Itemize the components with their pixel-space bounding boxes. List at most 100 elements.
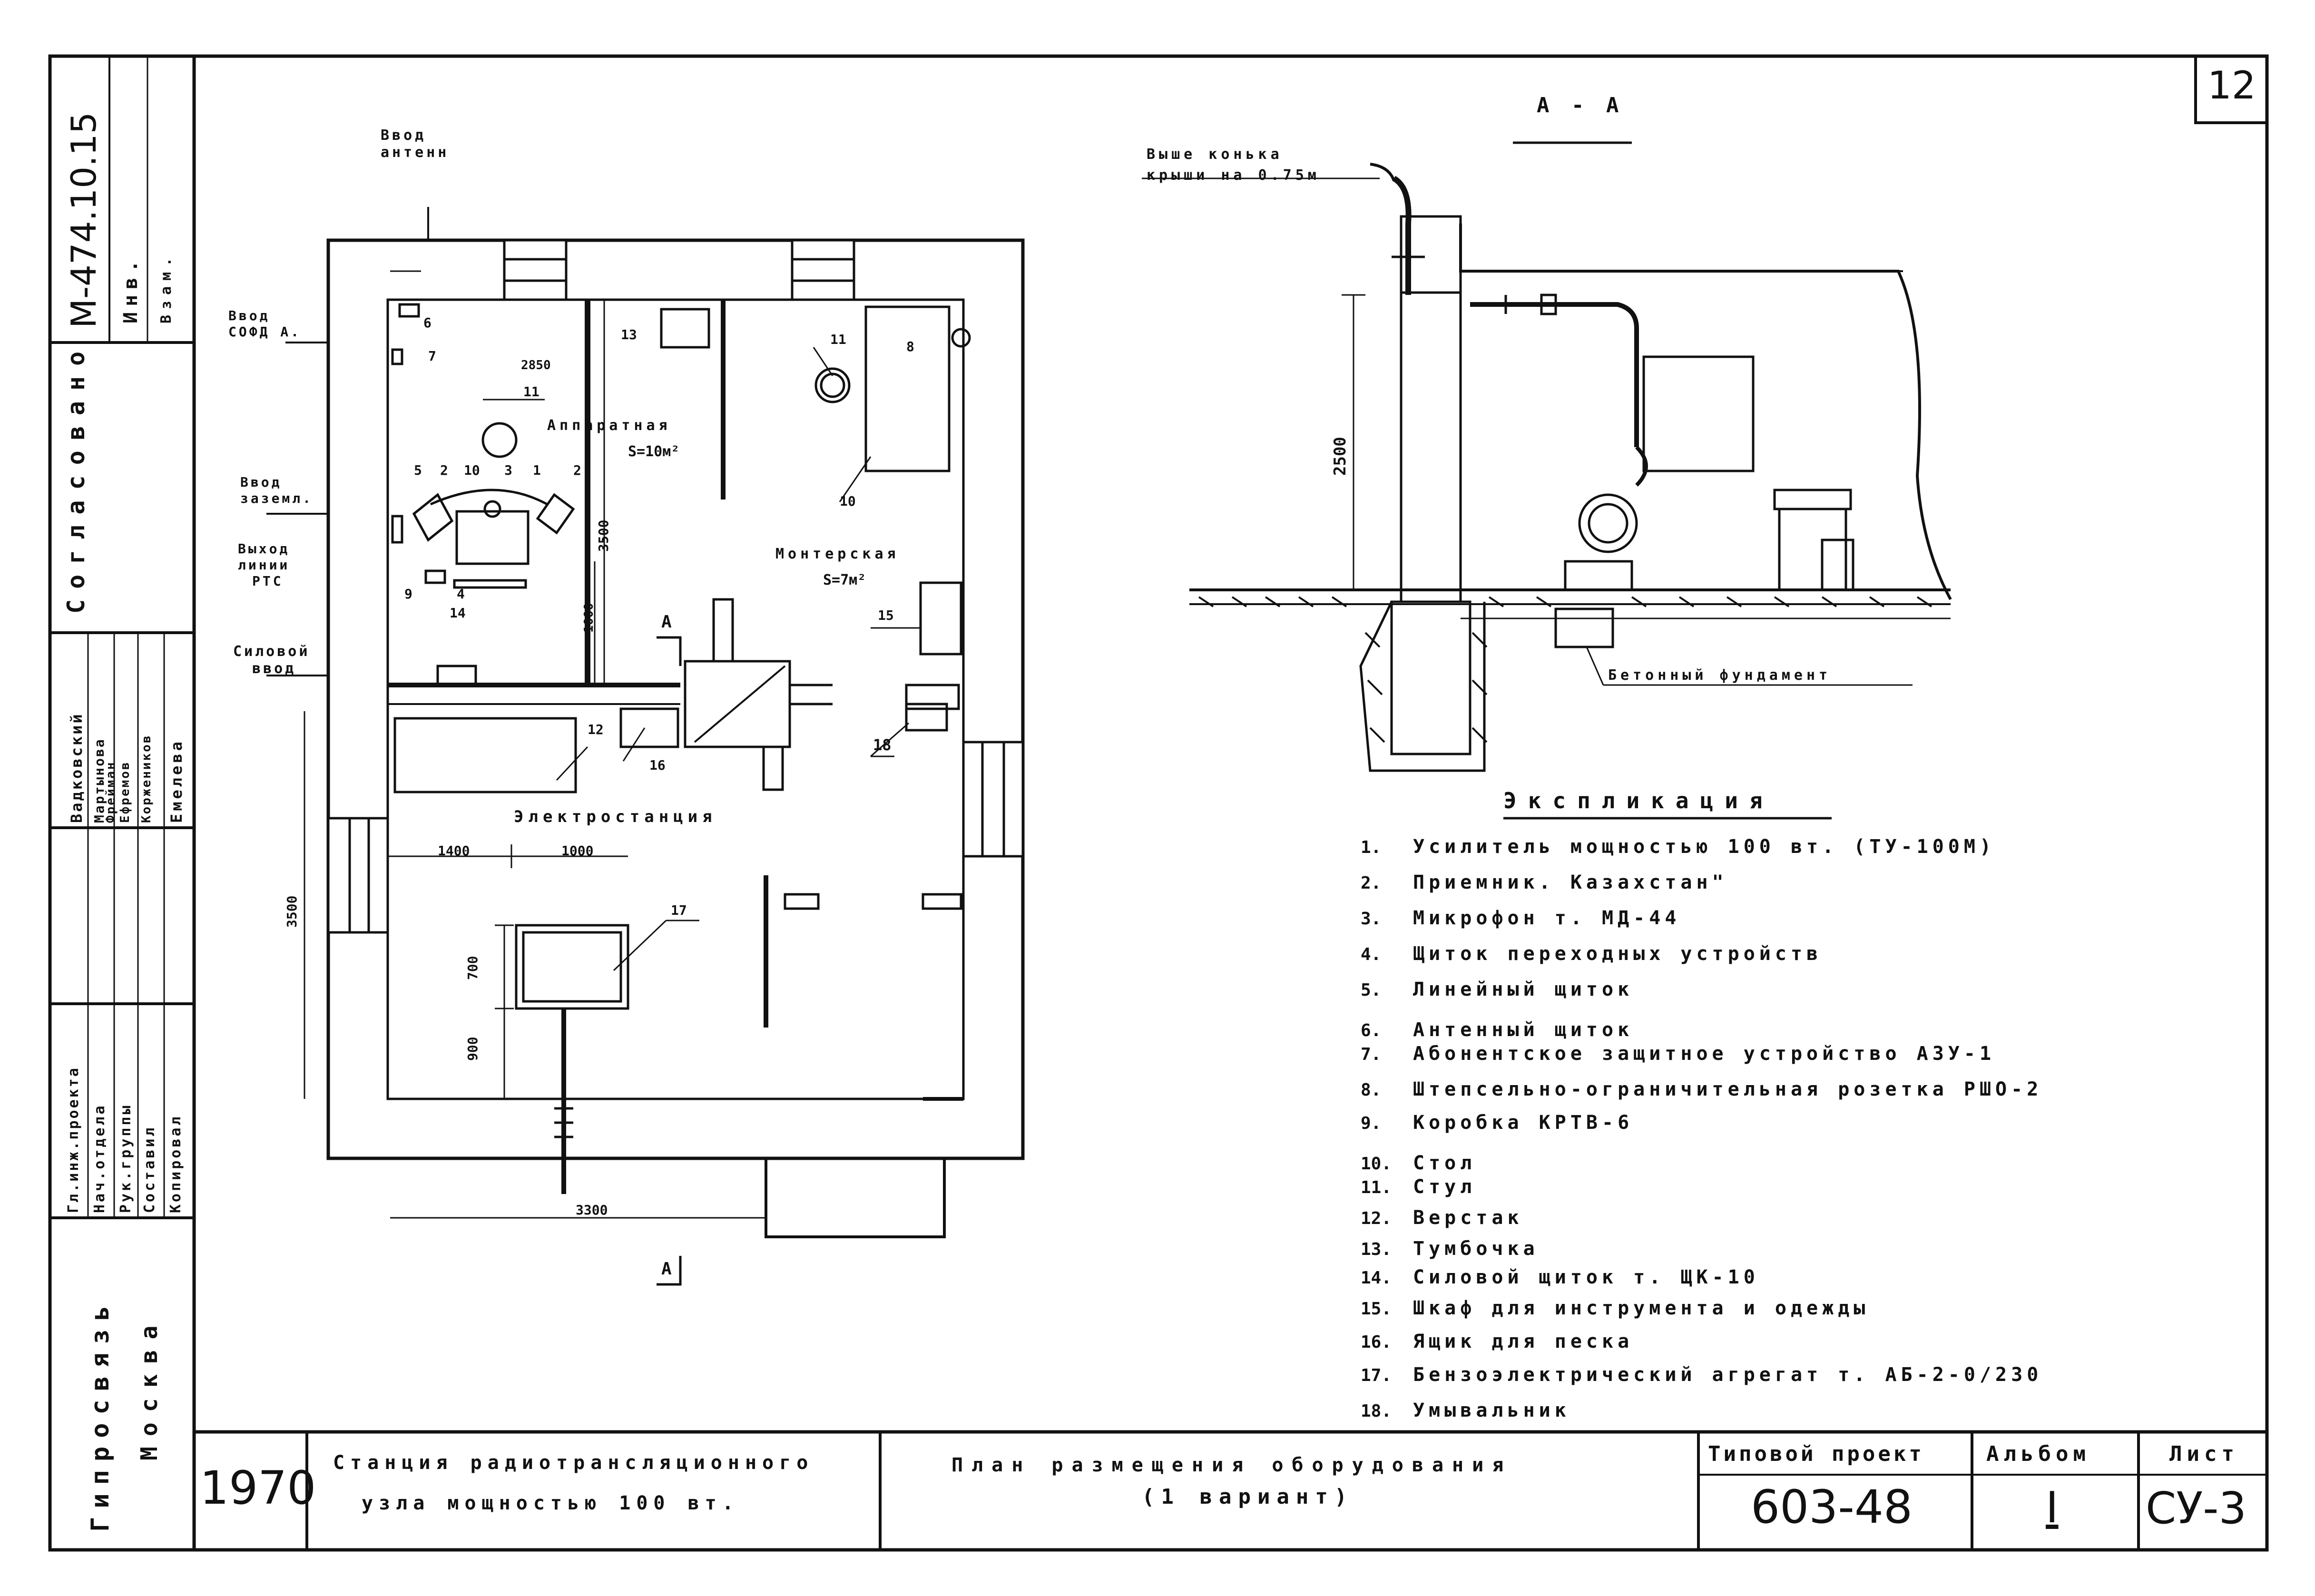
legend-item: 8.Штепсельно-ограничительная розетка РШО… — [1361, 1078, 2043, 1100]
tb-sheet-title-line2: (1 вариант) — [1142, 1485, 1354, 1509]
legend-item: 16.Ящик для песка — [1361, 1331, 1634, 1352]
dim-700: 700 — [465, 956, 481, 980]
item-10b: 10 — [840, 493, 856, 509]
item-2b: 2 — [573, 462, 581, 478]
power-station-label: Электростанция — [514, 807, 717, 826]
legend-item: 4.Щиток переходных устройств — [1361, 943, 1823, 965]
legend-item: 3.Микрофон т. МД-44 — [1361, 907, 1681, 929]
stamp-role-3: Рук.группы — [118, 1103, 134, 1213]
floor-plan — [266, 207, 1025, 1286]
legend-title: Экспликация — [1503, 788, 1774, 813]
legend-item: 13.Тумбочка — [1361, 1238, 1539, 1260]
dim-3500-left: 3500 — [284, 895, 300, 928]
dim-1400: 1400 — [438, 843, 470, 859]
dim-1000-vert: 1000 — [582, 603, 596, 633]
item-15: 15 — [878, 607, 894, 623]
legend-item: 5.Линейный щиток — [1361, 979, 1634, 1000]
item-14: 14 — [450, 605, 466, 621]
outer-frame — [48, 54, 2269, 1552]
item-7: 7 — [428, 348, 436, 364]
vzam-label: Взам. — [158, 252, 175, 323]
foundation-note: Бетонный фундамент — [1608, 667, 1832, 684]
dim-1000: 1000 — [561, 843, 594, 859]
item-6: 6 — [423, 315, 432, 331]
tb-project-number: 603-48 — [1751, 1480, 1913, 1534]
tb-year: 1970 — [200, 1461, 316, 1515]
section-a-a — [1142, 141, 1952, 820]
legend-item: 10.Стол — [1361, 1152, 1476, 1174]
apparatus-room-label: Аппаратная — [547, 417, 671, 434]
legend-item: 2.Приемник. Казахстан" — [1361, 871, 1728, 893]
mount-room-label: Монтерская — [775, 546, 900, 562]
dim-3500-apparatus: 3500 — [596, 519, 611, 552]
item-10a: 10 — [464, 462, 480, 478]
item-4: 4 — [457, 586, 465, 602]
item-5: 5 — [414, 462, 422, 478]
agreed-label: Согласовано — [62, 341, 90, 614]
section-mark-bottom: А — [661, 1259, 672, 1279]
item-3: 3 — [504, 462, 512, 478]
tb-object-line2: узла мощностью 100 вт. — [362, 1492, 739, 1514]
legend-item: 11.Стул — [1361, 1176, 1476, 1198]
mount-room-area: S=7м² — [823, 572, 866, 588]
tb-object-line1: Станция радиотрансляционного — [333, 1452, 814, 1474]
tb-album-number: I — [2046, 1483, 2059, 1533]
dim-3300: 3300 — [576, 1202, 608, 1218]
dim-2850: 2850 — [521, 358, 551, 372]
legend-item: 18.Умывальник — [1361, 1400, 1570, 1421]
item-12: 12 — [588, 722, 604, 737]
stamp-name-1: Вадковский — [68, 712, 86, 823]
sheet-number: 12 — [2207, 63, 2256, 108]
stamp-name-4: Ефремов — [118, 761, 132, 823]
item-1: 1 — [533, 462, 541, 478]
tb-project-label: Типовой проект — [1708, 1442, 1924, 1466]
legend-item: 14.Силовой щиток т. ЩК-10 — [1361, 1266, 1759, 1288]
item-2a: 2 — [440, 462, 448, 478]
tb-sheet-title-line1: План размещения оборудования — [952, 1454, 1512, 1476]
apparatus-room-area: S=10м² — [628, 443, 680, 460]
item-13: 13 — [621, 327, 637, 343]
tb-sheet-code: СУ-3 — [2146, 1483, 2247, 1534]
item-17: 17 — [671, 902, 687, 918]
stamp-role-5: Копировал — [167, 1114, 184, 1213]
legend-item: 17.Бензоэлектрический агрегат т. АБ-2-0/… — [1361, 1364, 2043, 1386]
legend-item: 9.Коробка КРТВ-6 — [1361, 1112, 1634, 1134]
dim-900: 900 — [465, 1037, 481, 1061]
item-9: 9 — [404, 586, 412, 602]
legend-item: 1.Усилитель мощностью 100 вт. (ТУ-100М) — [1361, 836, 1996, 858]
legend-item: 15.Шкаф для инструмента и одежды — [1361, 1297, 1870, 1319]
stamp-name-3: Фрейман — [104, 761, 118, 823]
item-18: 18 — [873, 736, 892, 754]
tb-album-label: Альбом — [1986, 1442, 2090, 1466]
legend-item: 12.Верстак — [1361, 1207, 1523, 1229]
section-height-dim: 2500 — [1331, 437, 1350, 476]
stamp-name-5: Коржеников — [139, 734, 154, 823]
item-16: 16 — [649, 757, 666, 773]
org-name: Гипросвязь — [86, 1297, 115, 1532]
tb-sheet-label: Лист — [2169, 1442, 2239, 1466]
org-city: Москва — [136, 1315, 163, 1460]
item-11b: 11 — [830, 332, 846, 347]
inv-label: Инв. — [120, 255, 142, 323]
section-title: А - А — [1537, 93, 1624, 117]
stamp-name-6: Емелева — [167, 739, 186, 823]
stamp-role-2: Нач.отдела — [91, 1103, 108, 1213]
stamp-role-1: Гл.инж.проекта — [65, 1066, 82, 1213]
item-8: 8 — [906, 339, 914, 354]
legend-item: 6.Антенный щиток — [1361, 1019, 1634, 1041]
legend-item: 7.Абонентское защитное устройство АЗУ-1 — [1361, 1043, 1996, 1065]
item-11a: 11 — [523, 384, 540, 400]
ground-hatching — [1198, 596, 1932, 743]
section-mark-top: А — [661, 612, 672, 632]
doc-code: М-474.10.15 — [64, 112, 104, 328]
stamp-role-4: Составил — [141, 1125, 158, 1214]
sheet-number-box — [2194, 55, 2268, 124]
